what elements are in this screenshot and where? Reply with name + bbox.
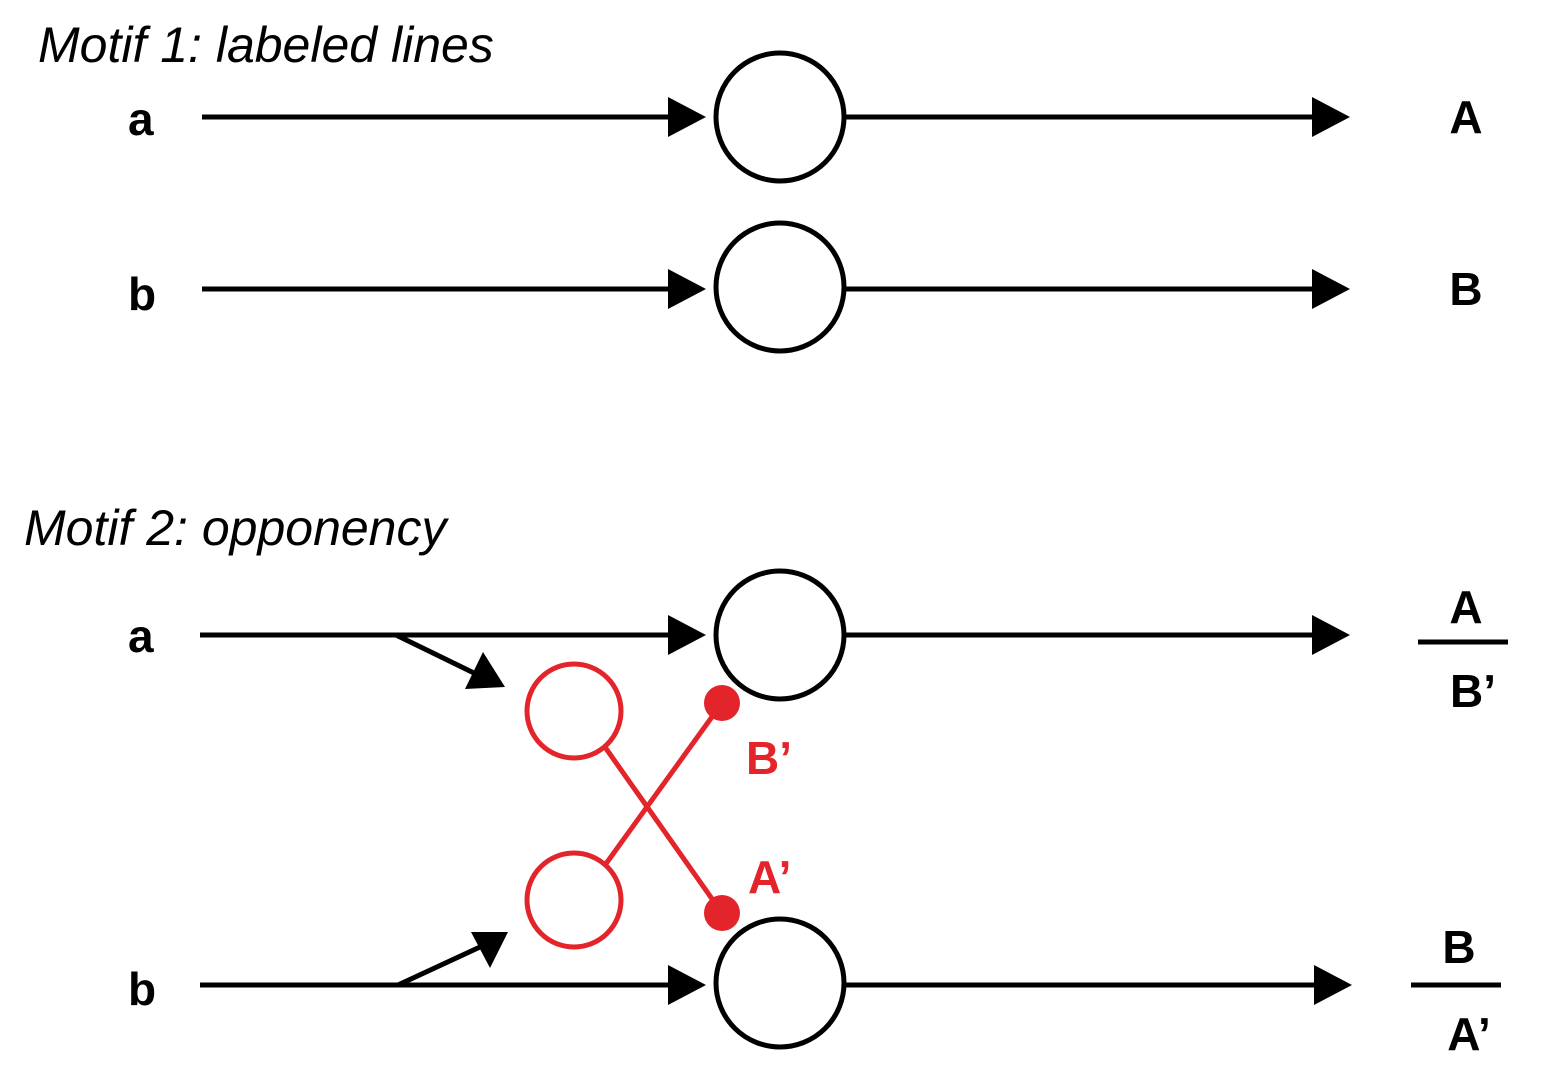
motif2-title: Motif 2: opponency xyxy=(24,500,449,556)
motif1-neuron-a xyxy=(713,50,847,184)
motif2-input-a-label: a xyxy=(128,610,154,662)
motif2-branch-a-wire xyxy=(394,632,478,677)
inhibitory-synapse-a-prime xyxy=(704,895,740,931)
motif2-output-b-denominator: A’ xyxy=(1447,1008,1490,1060)
motif2-neuron-a xyxy=(713,568,847,702)
motif2-neuron-b xyxy=(713,916,847,1050)
motif2-branch-b-arrowhead xyxy=(471,932,508,968)
motif2-output-a-numerator: A xyxy=(1449,581,1482,633)
motif1-neuron-b xyxy=(713,220,847,354)
motif1-output-a-arrowhead xyxy=(1312,97,1350,137)
inhibitory-projection-b-to-a xyxy=(597,701,725,874)
inhibitory-synapse-b-prime xyxy=(704,685,740,721)
motif1-input-a-label: a xyxy=(128,93,154,145)
motif1-title: Motif 1: labeled lines xyxy=(38,17,494,73)
motif1-input-b-label: b xyxy=(128,268,156,320)
motif1-input-b-arrowhead xyxy=(668,269,706,309)
interneuron-label-b-prime: B’ xyxy=(746,732,792,784)
motif2-input-a-arrowhead xyxy=(668,615,706,655)
inhibitory-projection-a-to-b xyxy=(597,738,725,915)
motif2-branch-a-arrowhead xyxy=(465,652,505,689)
motif1-input-a-arrowhead xyxy=(668,97,706,137)
motif2-input-b-arrowhead xyxy=(668,965,706,1005)
motif2-output-b-arrowhead xyxy=(1314,965,1352,1005)
motif1-output-a-label: A xyxy=(1449,91,1482,143)
motif2-output-b-numerator: B xyxy=(1442,921,1475,973)
interneuron-b xyxy=(524,850,624,950)
motif2-branch-b-wire xyxy=(396,944,482,988)
motif2-output-a-arrowhead xyxy=(1312,615,1350,655)
motif1-output-b-arrowhead xyxy=(1312,269,1350,309)
interneuron-label-a-prime: A’ xyxy=(748,851,791,903)
motif1-output-b-label: B xyxy=(1449,263,1482,315)
interneuron-a xyxy=(524,661,624,761)
motif2-output-a-denominator: B’ xyxy=(1450,665,1496,717)
motif2-input-b-label: b xyxy=(128,963,156,1015)
